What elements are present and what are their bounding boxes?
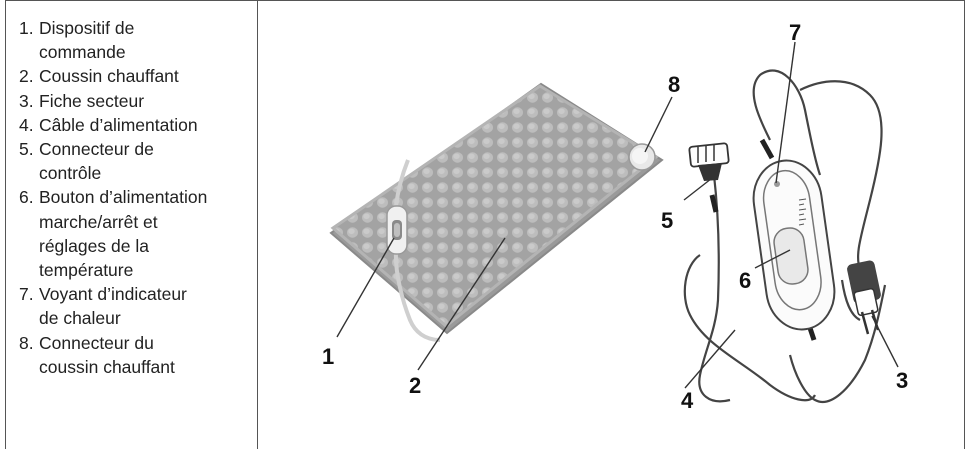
control-connector	[688, 142, 730, 181]
legend-item-1: 1.Dispositif de commande	[19, 18, 135, 63]
callout-4: 4	[681, 388, 694, 413]
legend-panel: 1.Dispositif de commande 2.Coussin chauf…	[5, 0, 258, 449]
legend-item-4: 4.Câble d’alimentation	[19, 114, 198, 135]
control-unit	[752, 159, 836, 331]
callout-2: 2	[409, 373, 421, 398]
pad-connector	[628, 143, 656, 171]
legend-item-7: 7.Voyant d’indicateur de chaleur	[19, 284, 187, 329]
mains-plug	[847, 260, 881, 335]
legend-item-3: 3.Fiche secteur	[19, 90, 145, 111]
pad-cable	[394, 159, 410, 207]
legend-item-5: 5.Connecteur de contrôle	[19, 139, 154, 184]
legend-item-8: 8.Connecteur du coussin chauffant	[19, 332, 175, 377]
pad-controller	[386, 205, 408, 255]
callout-1: 1	[322, 344, 334, 369]
power-button	[773, 227, 809, 285]
control-unit-assembly	[683, 69, 887, 403]
callout-7: 7	[789, 20, 801, 45]
heating-pad-surface	[330, 84, 659, 328]
callout-8: 8	[668, 72, 680, 97]
heating-pad	[329, 82, 664, 335]
heat-indicator-light	[774, 181, 780, 187]
temperature-scale	[798, 198, 807, 226]
figure-panel	[258, 0, 965, 449]
table-border	[5, 0, 965, 450]
legend-item-2: 2.Coussin chauffant	[19, 66, 179, 87]
callout-3: 3	[896, 368, 908, 393]
callout-6: 6	[739, 268, 751, 293]
parts-legend: 1.Dispositif de commande 2.Coussin chauf…	[19, 16, 259, 379]
callout-5: 5	[661, 208, 673, 233]
legend-item-6: 6.Bouton d’alimentation marche/arrêt et …	[19, 187, 208, 281]
leader-lines	[336, 41, 899, 389]
